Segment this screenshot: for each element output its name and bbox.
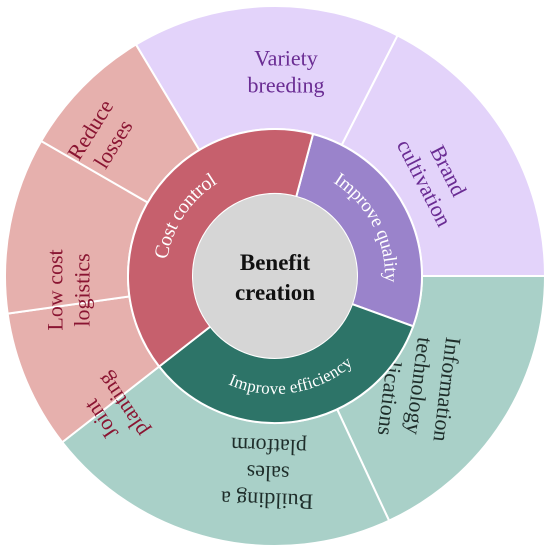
center-circle [193, 194, 357, 358]
center-title-line-2: creation [235, 280, 315, 305]
outer-label-line: logistics [70, 253, 95, 326]
outer-label-line: Variety [254, 46, 318, 71]
outer-label-line: sales [246, 460, 290, 486]
center-title-line-1: Benefit [240, 250, 311, 275]
outer-label-line: platform [231, 433, 308, 461]
outer-label-line: Building a [220, 486, 313, 514]
outer-segment-label: Building asalesplatform [220, 432, 315, 514]
outer-label-line: breeding [248, 73, 325, 98]
outer-segment-label: Low costlogistics [43, 249, 95, 330]
center-hub: Benefit creation [193, 194, 357, 358]
outer-label-line: Low cost [43, 249, 68, 330]
